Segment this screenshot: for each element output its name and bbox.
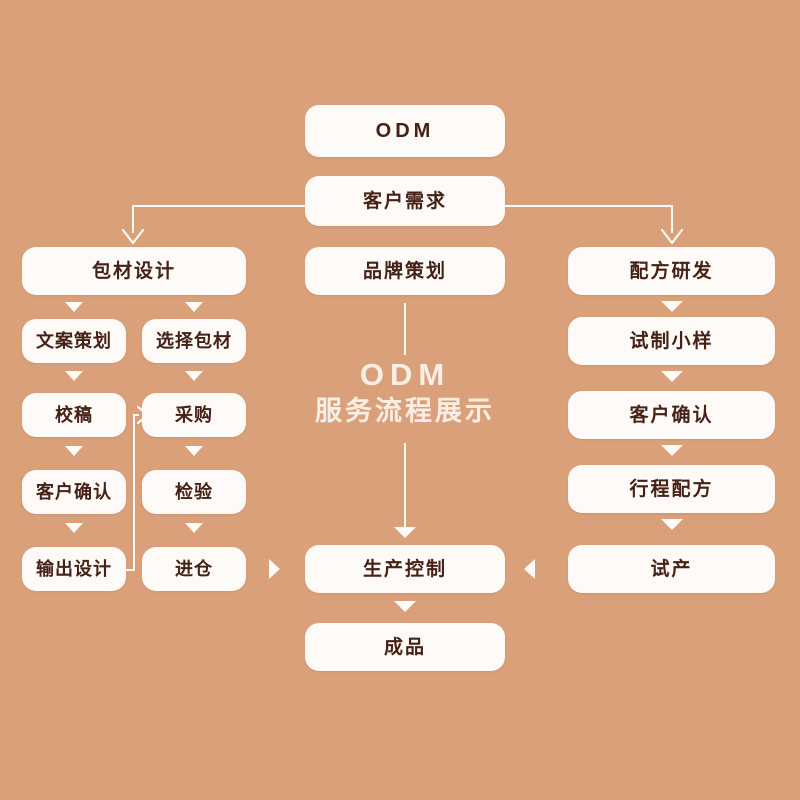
arrow-down-icon xyxy=(394,601,416,612)
connector-center-spine-upper xyxy=(404,303,406,355)
arrow-down-icon xyxy=(661,371,683,382)
node-inspection[interactable]: 检验 xyxy=(142,470,246,514)
node-customer-confirm-right[interactable]: 客户确认 xyxy=(568,391,775,439)
arrow-down-icon xyxy=(185,302,203,312)
node-warehousing[interactable]: 进仓 xyxy=(142,547,246,591)
node-process-formula[interactable]: 行程配方 xyxy=(568,465,775,513)
node-customer-confirm-left[interactable]: 客户确认 xyxy=(22,470,126,514)
connector-output-to-purchasing-top xyxy=(133,414,139,416)
node-customer-requirement[interactable]: 客户需求 xyxy=(305,176,505,226)
connector-left-branch-horizontal xyxy=(133,205,307,207)
center-headline: ODM 服务流程展示 xyxy=(275,357,535,427)
node-label: 客户确认 xyxy=(629,404,714,426)
node-label: 试产 xyxy=(650,558,693,580)
node-label: 进仓 xyxy=(175,559,213,579)
node-label: 试制小样 xyxy=(629,330,714,352)
node-odm-root[interactable]: ODM xyxy=(305,105,505,157)
node-trial-production[interactable]: 试产 xyxy=(568,545,775,593)
arrow-down-icon xyxy=(185,523,203,533)
node-trial-sample[interactable]: 试制小样 xyxy=(568,317,775,365)
node-label: 行程配方 xyxy=(629,478,714,500)
arrow-down-icon xyxy=(394,527,416,538)
node-formula-rnd[interactable]: 配方研发 xyxy=(568,247,775,295)
connector-output-to-purchasing-bottom xyxy=(126,569,135,571)
node-label: 校稿 xyxy=(55,405,93,425)
node-proofreading[interactable]: 校稿 xyxy=(22,393,126,437)
node-copywriting-plan[interactable]: 文案策划 xyxy=(22,319,126,363)
node-label: 配方研发 xyxy=(629,260,714,282)
node-select-packaging[interactable]: 选择包材 xyxy=(142,319,246,363)
node-brand-planning[interactable]: 品牌策划 xyxy=(305,247,505,295)
arrow-down-icon xyxy=(661,301,683,312)
node-purchasing[interactable]: 采购 xyxy=(142,393,246,437)
node-packaging-design[interactable]: 包材设计 xyxy=(22,247,246,295)
arrow-right-icon xyxy=(136,405,152,425)
arrow-down-icon xyxy=(661,229,683,245)
arrow-down-icon xyxy=(661,519,683,530)
arrow-left-icon xyxy=(524,559,535,579)
node-label: 采购 xyxy=(175,405,213,425)
connector-left-branch-vertical xyxy=(132,205,134,233)
node-label: 检验 xyxy=(175,482,213,502)
node-output-design[interactable]: 输出设计 xyxy=(22,547,126,591)
node-label: 客户需求 xyxy=(362,190,447,212)
arrow-down-icon xyxy=(661,445,683,456)
headline-line-2: 服务流程展示 xyxy=(315,395,495,426)
node-label: 成品 xyxy=(383,636,426,658)
node-label: 包材设计 xyxy=(91,260,176,282)
connector-center-spine-lower xyxy=(404,443,406,530)
arrow-down-icon xyxy=(65,302,83,312)
arrow-down-icon xyxy=(65,446,83,456)
node-label: ODM xyxy=(375,120,435,142)
connector-right-branch-vertical xyxy=(671,205,673,233)
node-label: 品牌策划 xyxy=(362,260,447,282)
node-label: 生产控制 xyxy=(362,558,447,580)
connector-right-branch-horizontal xyxy=(503,205,673,207)
headline-line-1: ODM xyxy=(359,357,451,392)
node-finished-product[interactable]: 成品 xyxy=(305,623,505,671)
node-label: 文案策划 xyxy=(36,331,112,351)
arrow-right-icon xyxy=(269,559,280,579)
arrow-down-icon xyxy=(65,371,83,381)
arrow-down-icon xyxy=(65,523,83,533)
node-label: 选择包材 xyxy=(156,331,232,351)
node-label: 输出设计 xyxy=(36,559,112,579)
connector-output-to-purchasing-vertical xyxy=(133,415,135,571)
arrow-down-icon xyxy=(122,229,144,245)
node-production-control[interactable]: 生产控制 xyxy=(305,545,505,593)
node-label: 客户确认 xyxy=(36,482,112,502)
arrow-down-icon xyxy=(185,371,203,381)
arrow-down-icon xyxy=(185,446,203,456)
